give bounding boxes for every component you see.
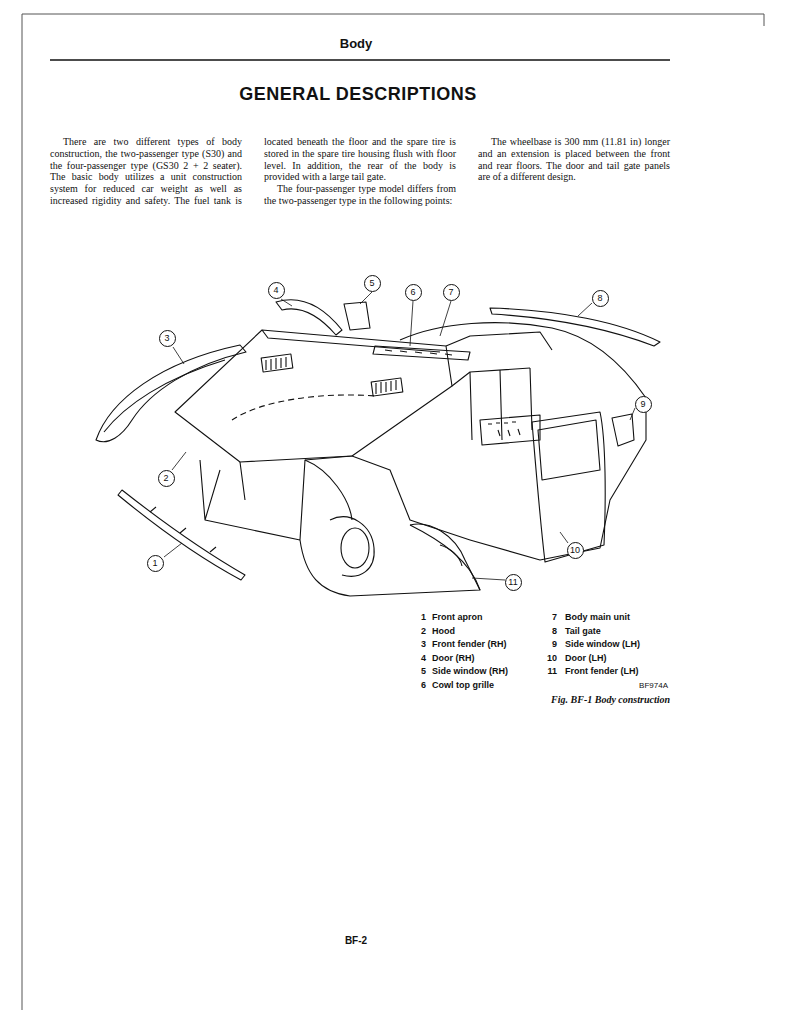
- callout-number: 4: [268, 282, 285, 299]
- callout-text: 5: [369, 278, 374, 288]
- callout-number: 9: [635, 396, 652, 413]
- key-number: 1: [412, 612, 426, 622]
- key-number: 8: [543, 626, 557, 636]
- part-name: Side window (LH): [565, 639, 640, 649]
- callout-number: 6: [405, 284, 422, 301]
- callout-number: 3: [159, 330, 176, 347]
- callout-text: 10: [570, 545, 580, 555]
- part-name: Front fender (LH): [565, 666, 639, 676]
- key-number: 3: [412, 639, 426, 649]
- key-number: 6: [412, 680, 426, 690]
- callout-number: 1: [147, 555, 164, 572]
- key-number: 4: [412, 653, 426, 663]
- body-paragraph: The four-passenger type model differs fr…: [264, 183, 456, 207]
- key-number: 2: [412, 626, 426, 636]
- callout-number: 7: [443, 284, 460, 301]
- part-name: Front apron: [432, 612, 483, 622]
- page-title: GENERAL DESCRIPTIONS: [0, 84, 716, 105]
- callout-text: 3: [164, 333, 169, 343]
- callout-number: 11: [505, 574, 522, 591]
- key-number: 11: [543, 666, 557, 676]
- callout-number: 2: [158, 470, 175, 487]
- body-paragraph: The wheelbase is 300 mm (11.81 in) longe…: [478, 136, 670, 183]
- body-text-columns: There are two different types of body co…: [50, 136, 670, 207]
- part-name: Cowl top grille: [432, 680, 494, 690]
- callout-text: 1: [152, 558, 157, 568]
- key-number: 7: [543, 612, 557, 622]
- figure-caption: Fig. BF-1 Body construction: [470, 694, 670, 705]
- leader-lines: [164, 292, 635, 580]
- part-name: Hood: [432, 626, 455, 636]
- callout-text: 7: [448, 287, 453, 297]
- part-name: Side window (RH): [432, 666, 508, 676]
- part-name: Door (LH): [565, 653, 607, 663]
- part-name: Tail gate: [565, 626, 601, 636]
- callout-text: 6: [410, 287, 415, 297]
- callout-text: 4: [273, 285, 278, 295]
- page-header: Body: [0, 36, 712, 51]
- callout-number: 5: [364, 275, 381, 292]
- callout-text: 9: [640, 399, 645, 409]
- page-frame: [22, 14, 764, 1010]
- key-number: 9: [543, 639, 557, 649]
- car-body-drawing: [96, 300, 660, 596]
- callout-text: 2: [163, 473, 168, 483]
- page-number: BF-2: [0, 935, 712, 946]
- part-name: Body main unit: [565, 612, 630, 622]
- part-name: Front fender (RH): [432, 639, 507, 649]
- key-number: 10: [543, 653, 557, 663]
- callout-text: 8: [597, 293, 602, 303]
- key-number: 5: [412, 666, 426, 676]
- callout-number: 8: [592, 290, 609, 307]
- figure-code: BF974A: [560, 681, 668, 690]
- callout-text: 11: [508, 577, 517, 587]
- part-name: Door (RH): [432, 653, 475, 663]
- callout-number: 10: [567, 542, 584, 559]
